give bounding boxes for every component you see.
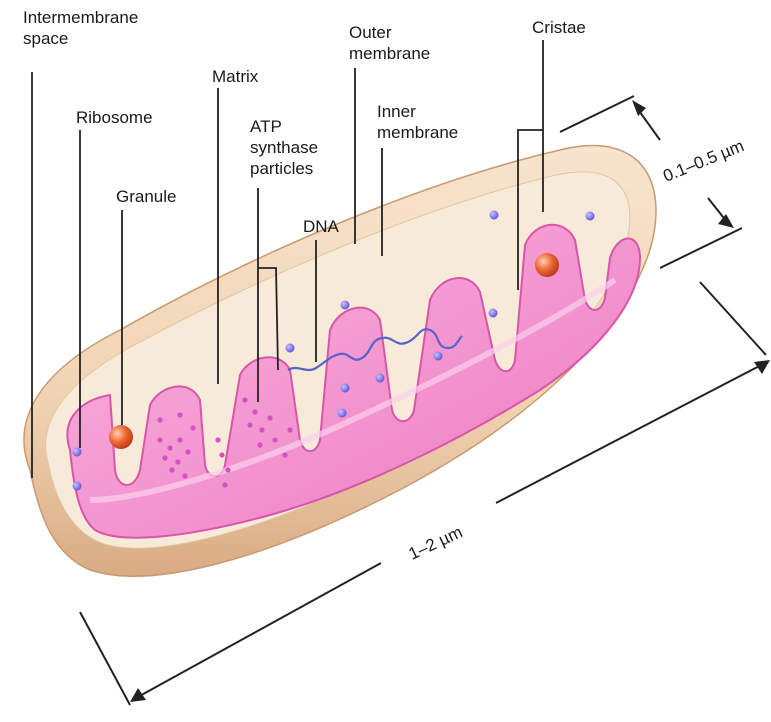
label-intermembrane-space: Intermembrane space	[23, 7, 138, 49]
label-dna: DNA	[303, 216, 339, 237]
length-dimension-label: 1–2 µm	[406, 522, 466, 563]
label-inner-membrane: Inner membrane	[377, 101, 458, 143]
label-inner-line2: membrane	[377, 122, 458, 143]
label-ribosome: Ribosome	[76, 107, 153, 128]
label-atp-line2: synthase	[250, 137, 318, 158]
label-outer-line2: membrane	[349, 43, 430, 64]
label-atp-synthase: ATP synthase particles	[250, 116, 318, 179]
label-cristae: Cristae	[532, 17, 586, 38]
granule-right	[535, 253, 559, 277]
label-intermembrane-line2: space	[23, 28, 138, 49]
label-outer-line1: Outer	[349, 22, 430, 43]
label-atp-line1: ATP	[250, 116, 318, 137]
label-granule: Granule	[116, 186, 176, 207]
label-outer-membrane: Outer membrane	[349, 22, 430, 64]
label-matrix: Matrix	[212, 66, 258, 87]
label-inner-line1: Inner	[377, 101, 458, 122]
label-intermembrane-line1: Intermembrane	[23, 7, 138, 28]
width-dimension-label: 0.1–0.5 µm	[660, 136, 746, 186]
label-atp-line3: particles	[250, 158, 318, 179]
granule-left	[109, 425, 133, 449]
